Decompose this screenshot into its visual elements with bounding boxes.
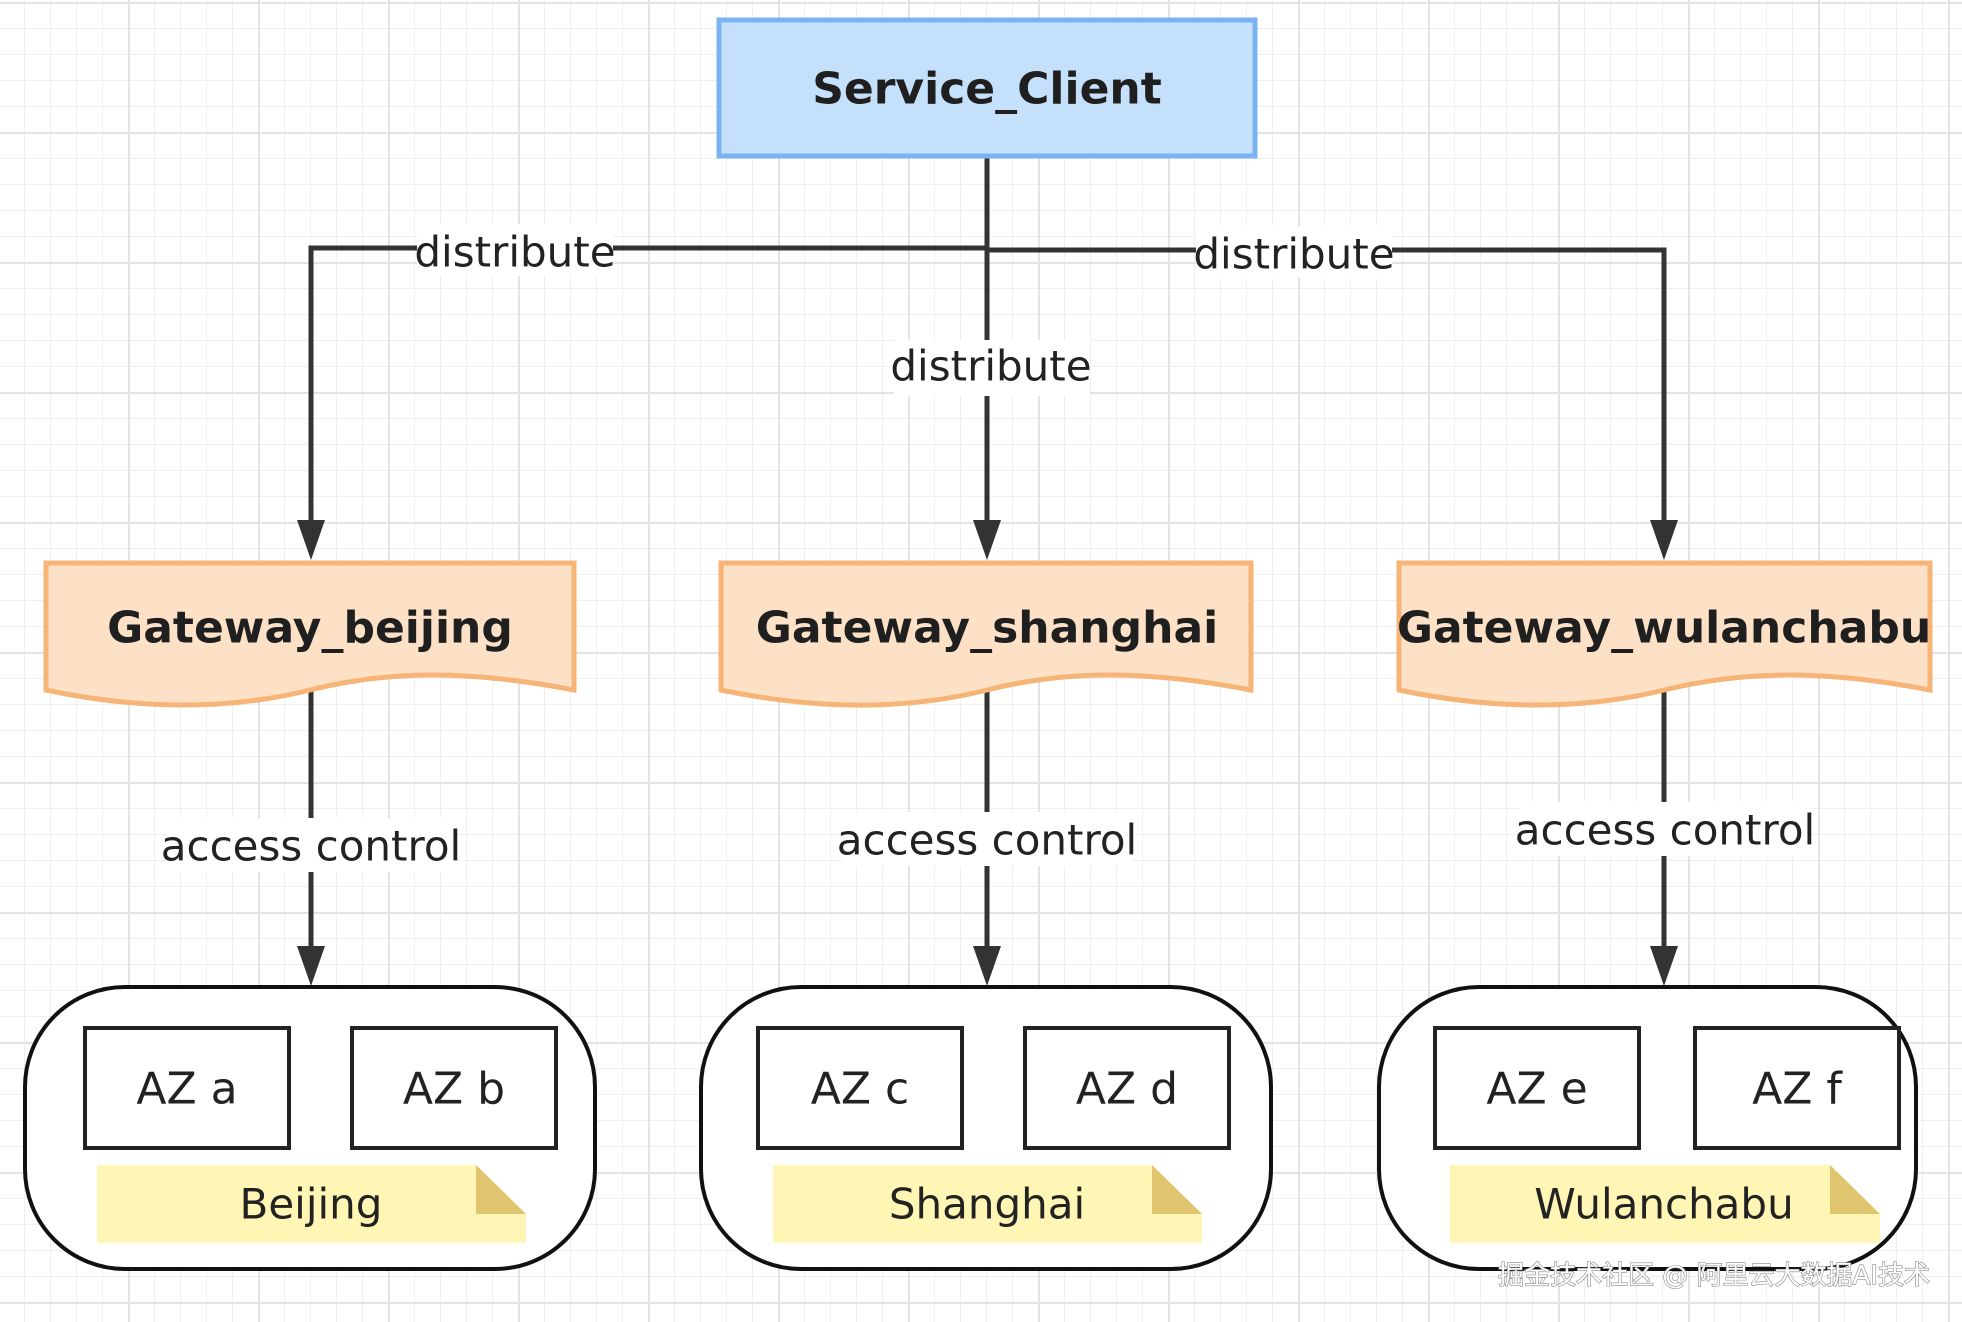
edge-label-bg — [417, 224, 613, 276]
edge-label-access-wulanchabu: access control — [1515, 806, 1815, 855]
note-label-wulanchabu: Wulanchabu — [1534, 1180, 1793, 1229]
arrowhead-shanghai — [973, 520, 1001, 560]
edge-label-bg — [166, 818, 456, 872]
az-label: AZ e — [1486, 1064, 1587, 1115]
az-box-c[interactable] — [756, 1026, 964, 1150]
arrowhead-wulanchabu — [1650, 520, 1678, 560]
az-box-d[interactable] — [1023, 1026, 1231, 1150]
edge-label-distribute-right: distribute — [1193, 230, 1394, 279]
arrowhead-wulanchabu-region — [1650, 946, 1678, 986]
edge-label-bg — [894, 340, 1090, 396]
gateway-wulanchabu-label: Gateway_wulanchabu — [1397, 603, 1931, 654]
az-label: AZ a — [136, 1064, 237, 1115]
distribute-connectors: distribute distribute distribute — [297, 157, 1678, 560]
region-note: Shanghai — [773, 1165, 1202, 1243]
service-client-label: Service_Client — [812, 64, 1162, 115]
note-body — [1450, 1165, 1880, 1243]
edge-label-distribute-center: distribute — [890, 342, 1091, 391]
gateway-shanghai-node[interactable]: Gateway_shanghai — [718, 560, 1254, 708]
gateway-shanghai-label: Gateway_shanghai — [756, 603, 1218, 654]
arrowhead-beijing-region — [297, 946, 325, 986]
az-label: AZ d — [1076, 1064, 1178, 1115]
region-note: Beijing — [97, 1165, 526, 1243]
note-body — [773, 1165, 1202, 1243]
gateway-wulanchabu-shape — [1396, 560, 1933, 708]
note-label-beijing: Beijing — [240, 1180, 383, 1229]
arrowhead-shanghai-region — [973, 946, 1001, 986]
gateway-beijing-shape — [43, 560, 577, 708]
gateway-beijing-label: Gateway_beijing — [107, 603, 513, 654]
az-box-e[interactable] — [1433, 1026, 1641, 1150]
edge-label-bg — [842, 812, 1132, 866]
service-client-box — [716, 17, 1258, 159]
edge-label-bg — [1520, 802, 1810, 856]
note-fold — [476, 1165, 526, 1214]
region-note: Wulanchabu — [1450, 1165, 1880, 1243]
access-control-connectors: access control access control access con… — [161, 690, 1815, 986]
az-box-f[interactable] — [1693, 1026, 1901, 1150]
edge-label-access-shanghai: access control — [837, 816, 1137, 865]
edge-label-access-beijing: access control — [161, 822, 461, 871]
service-client-node[interactable]: Service_Client — [716, 17, 1258, 159]
region-beijing[interactable]: AZ a AZ b Beijing — [23, 985, 597, 1271]
edge-label-bg — [1196, 226, 1392, 278]
az-label: AZ f — [1752, 1064, 1843, 1115]
note-body — [97, 1165, 526, 1243]
az-label: AZ c — [811, 1064, 909, 1115]
watermark-text: 掘金技术社区 @ 阿里云大数据AI技术 — [1498, 1261, 1930, 1291]
arrowhead-beijing — [297, 520, 325, 560]
az-box-b[interactable] — [350, 1026, 558, 1150]
region-shanghai[interactable]: AZ c AZ d Shanghai — [699, 985, 1273, 1271]
az-label: AZ b — [403, 1064, 505, 1115]
az-box-a[interactable] — [83, 1026, 291, 1150]
note-label-shanghai: Shanghai — [889, 1180, 1085, 1229]
note-fold — [1152, 1165, 1202, 1214]
gateway-shanghai-shape — [718, 560, 1254, 708]
region-wulanchabu[interactable]: AZ e AZ f Wulanchabu — [1377, 985, 1918, 1271]
connector-to-gateway-beijing — [308, 245, 987, 528]
edge-label-distribute-left: distribute — [414, 228, 615, 277]
note-fold — [1830, 1165, 1880, 1214]
gateway-beijing-node[interactable]: Gateway_beijing — [43, 560, 577, 708]
gateway-wulanchabu-node[interactable]: Gateway_wulanchabu — [1396, 560, 1933, 708]
